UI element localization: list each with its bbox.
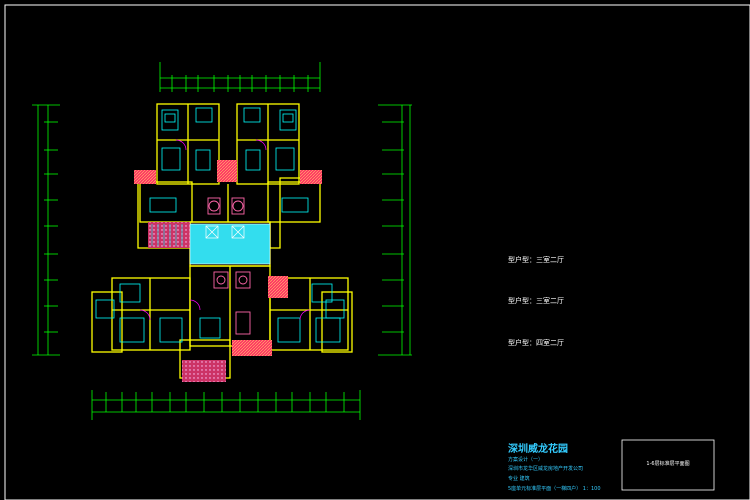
doors — [139, 139, 311, 321]
balcony-hatch — [134, 160, 322, 382]
unit-label-a: 型户型：三室二厅 — [508, 256, 564, 264]
dimension-right — [378, 104, 412, 356]
title-line-3: 专业 建筑 — [508, 476, 530, 482]
elevator-shafts — [205, 225, 245, 239]
title-line-2: 深圳市龙华区威龙房地产开发公司 — [508, 466, 584, 472]
drawing-frame — [4, 4, 750, 500]
unit-label-c: 型户型：四室二厅 — [508, 339, 564, 347]
dimension-left — [32, 104, 60, 356]
unit-label-b: 型户型：三室二厅 — [508, 297, 564, 305]
frame-title: 1-6层标准层平面图 — [646, 461, 690, 467]
furniture — [95, 107, 345, 343]
dimension-bottom — [91, 390, 361, 420]
core-area — [189, 223, 271, 265]
title-line-4: 5座单元标准层平面（一梯四户） 1：100 — [508, 486, 601, 492]
stair-lines — [151, 224, 183, 246]
project-title: 深圳威龙花园 — [508, 444, 568, 455]
dining-sets — [207, 197, 251, 335]
title-block-frame — [621, 439, 715, 491]
title-line-1: 方案设计（一） — [508, 457, 544, 463]
walls — [91, 103, 353, 379]
dimension-top — [159, 62, 321, 92]
